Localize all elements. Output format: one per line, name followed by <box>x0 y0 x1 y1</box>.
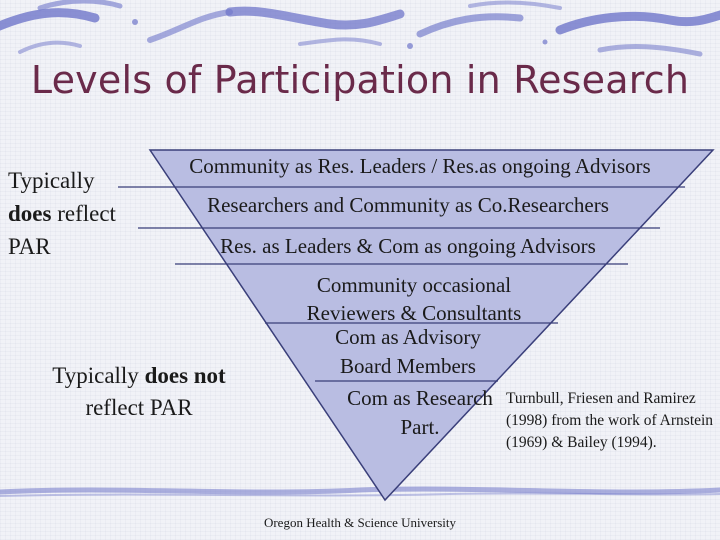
label-not-prefix: Typically <box>52 363 145 388</box>
level-research-participants-line2: Part. <box>400 415 440 439</box>
slide-title: Levels of Participation in Research <box>30 58 690 102</box>
citation-text: Turnbull, Friesen and Ramirez (1998) fro… <box>506 390 714 451</box>
level-occasional-reviewers-line1: Community occasional <box>316 273 512 297</box>
level-research-participants: Com as Research Part. <box>260 384 580 442</box>
bottom-decoration-band <box>0 486 720 497</box>
label-does-not-reflect-par: Typically does not reflect PAR <box>24 360 254 424</box>
label-does-reflect-par: Typically does reflect PAR <box>8 164 116 263</box>
level-researchers-leaders: Res. as Leaders & Com as ongoing Advisor… <box>220 234 596 258</box>
label-reflect: reflect <box>51 201 116 226</box>
level-research-participants-line1: Com as Research <box>347 386 493 410</box>
level-community-leaders: Community as Res. Leaders / Res.as ongoi… <box>189 154 651 178</box>
level-advisory-board-line2: Board Members <box>340 354 476 378</box>
label-not-bold: does not <box>144 363 226 388</box>
footer-institution: Oregon Health & Science University <box>263 515 457 530</box>
label-not-line1: Typically does not <box>24 360 254 392</box>
level-co-researchers: Researchers and Community as Co.Research… <box>207 193 609 217</box>
top-decoration-swirl <box>0 0 720 57</box>
level-advisory-board: Com as Advisory Board Members <box>258 323 558 381</box>
label-does-reflect-line: does reflect <box>8 197 116 230</box>
level-occasional-reviewers: Community occasional Reviewers & Consult… <box>214 271 614 327</box>
level-advisory-board-line1: Com as Advisory <box>335 325 481 349</box>
label-not-line2: reflect PAR <box>85 395 193 420</box>
level-occasional-reviewers-line2: Reviewers & Consultants <box>306 301 522 325</box>
label-typically: Typically <box>8 168 95 193</box>
label-does: does <box>8 201 52 226</box>
label-par: PAR <box>8 234 51 259</box>
pyramid-triangle <box>148 149 715 502</box>
